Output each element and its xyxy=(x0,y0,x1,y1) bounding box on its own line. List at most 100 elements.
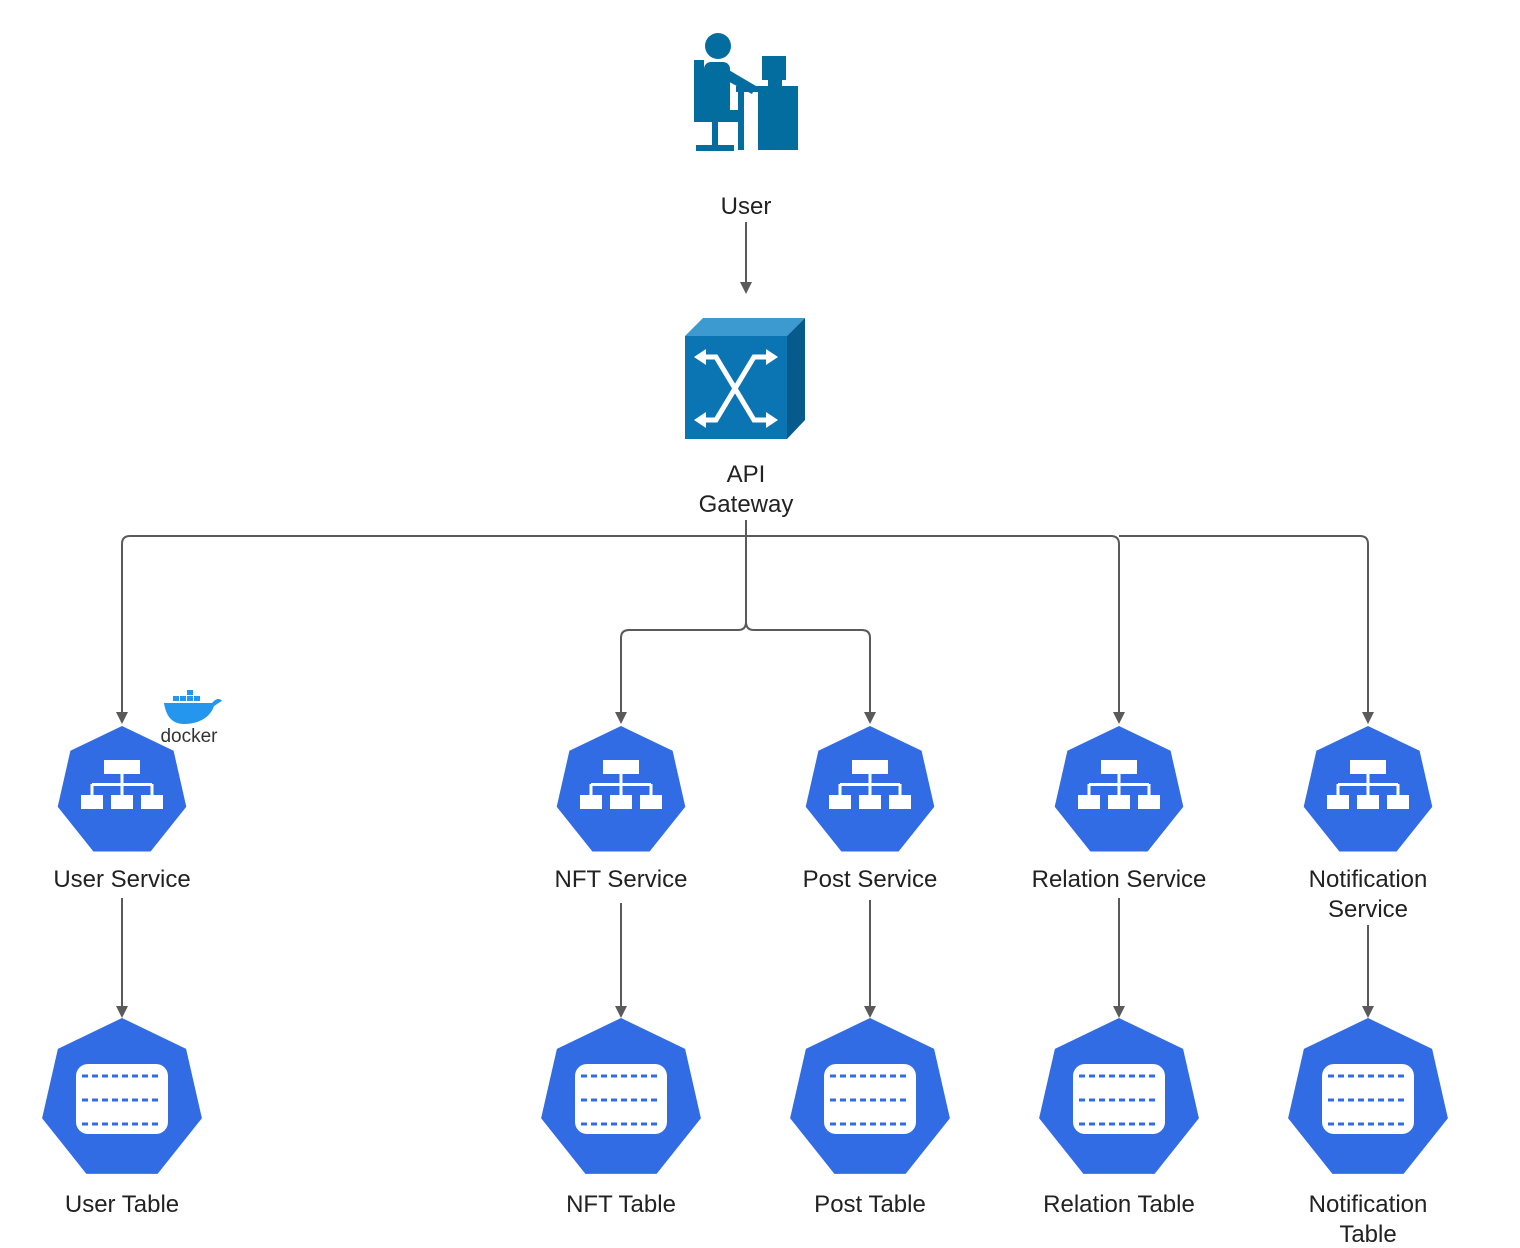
docker-container xyxy=(173,696,179,701)
docker-container xyxy=(187,696,193,701)
table-label-notification: Notification Table xyxy=(1292,1190,1444,1248)
service-label-nft: NFT Service xyxy=(552,865,690,895)
service-label-user: User Service xyxy=(51,865,193,895)
database-volume-icon xyxy=(42,1018,202,1174)
service-leaf-node xyxy=(1078,795,1100,809)
service-connector xyxy=(619,774,623,784)
database-volume-icon xyxy=(1039,1018,1199,1174)
service-leaf-node xyxy=(1108,795,1130,809)
docker-whale-body xyxy=(164,698,222,724)
service-leaf-node xyxy=(640,795,662,809)
edge-gateway-to-notification-service xyxy=(1119,535,1374,724)
docker-container xyxy=(187,690,193,695)
table-label-post: Post Table xyxy=(812,1190,928,1220)
edge-gateway-to-relation-service xyxy=(746,535,1125,724)
service-connector xyxy=(838,784,842,796)
edge-gateway-to-post-service xyxy=(745,621,876,724)
gateway-arrowhead-tr xyxy=(766,349,778,365)
service-connector xyxy=(589,784,593,796)
service-connector xyxy=(1396,784,1400,796)
desk-leg xyxy=(738,92,744,150)
service-connector xyxy=(619,784,623,796)
user-thigh xyxy=(704,110,744,122)
service-leaf-node xyxy=(889,795,911,809)
kubernetes-service-icon xyxy=(556,726,686,852)
service-connector xyxy=(1117,774,1121,784)
monitor-stand xyxy=(768,80,782,86)
table-label-user: User Table xyxy=(62,1190,182,1220)
service-leaf-node xyxy=(1387,795,1409,809)
edge-gateway-to-user-service xyxy=(116,500,747,724)
edges-layer xyxy=(116,212,1374,1018)
kubernetes-service-icon xyxy=(57,726,187,852)
gateway-arrow-cross-b xyxy=(697,354,773,423)
table-label-relation: Relation Table xyxy=(1041,1190,1197,1220)
service-connector xyxy=(120,784,124,796)
chair-post xyxy=(712,122,718,146)
user-at-desk-icon xyxy=(694,33,798,151)
service-connector xyxy=(1366,784,1370,796)
service-connector xyxy=(150,784,154,796)
user-label: User xyxy=(718,192,774,222)
service-connector xyxy=(120,774,124,784)
chair-base xyxy=(696,145,734,151)
service-root-node xyxy=(104,760,140,774)
kubernetes-service-icon xyxy=(1303,726,1433,852)
service-leaf-node xyxy=(81,795,103,809)
gateway-side-face xyxy=(787,318,805,439)
docker-whale-icon: docker xyxy=(160,690,222,747)
database-volume-icon xyxy=(541,1018,701,1174)
gateway-arrowhead-bl xyxy=(694,412,706,428)
database-volume-icon xyxy=(1288,1018,1448,1174)
service-root-node xyxy=(603,760,639,774)
gateway-arrowheads xyxy=(694,349,778,428)
docker-container xyxy=(194,696,200,701)
service-connector xyxy=(1147,784,1151,796)
gateway-top-face xyxy=(685,318,805,336)
service-connector xyxy=(1336,784,1340,796)
service-connector xyxy=(1117,784,1121,796)
service-connector xyxy=(868,774,872,784)
service-leaf-node xyxy=(111,795,133,809)
service-leaf-node xyxy=(859,795,881,809)
service-leaf-node xyxy=(610,795,632,809)
desk-top xyxy=(736,86,798,92)
service-connector xyxy=(898,784,902,796)
docker-containers xyxy=(173,690,200,701)
service-label-notification: Notification Service xyxy=(1306,865,1430,925)
service-label-post: Post Service xyxy=(800,865,940,895)
gateway-arrowhead-br xyxy=(766,412,778,428)
chair-back xyxy=(694,60,704,122)
service-leaf-node xyxy=(829,795,851,809)
gateway-arrows xyxy=(697,354,773,423)
user-head xyxy=(705,33,731,59)
service-leaf-node xyxy=(1357,795,1379,809)
service-leaf-node xyxy=(580,795,602,809)
service-connector xyxy=(1366,774,1370,784)
service-leaf-node xyxy=(141,795,163,809)
service-connector xyxy=(649,784,653,796)
table-label-nft: NFT Table xyxy=(564,1190,678,1220)
desk-cabinet xyxy=(758,92,798,150)
service-root-node xyxy=(852,760,888,774)
api-gateway-switch-icon xyxy=(685,318,805,439)
gateway-label: API Gateway xyxy=(696,460,796,520)
service-root-node xyxy=(1101,760,1137,774)
service-leaf-node xyxy=(1327,795,1349,809)
docker-wordmark: docker xyxy=(160,726,218,747)
kubernetes-service-icon xyxy=(1054,726,1184,852)
service-leaf-node xyxy=(1138,795,1160,809)
service-connector xyxy=(90,784,94,796)
service-label-relation: Relation Service xyxy=(1029,865,1209,895)
database-volume-icon xyxy=(790,1018,950,1174)
service-icons-layer xyxy=(57,726,1433,852)
edge-gateway-to-nft-service xyxy=(615,536,747,724)
table-icons-layer xyxy=(42,1018,1448,1174)
kubernetes-service-icon xyxy=(805,726,935,852)
service-root-node xyxy=(1350,760,1386,774)
monitor xyxy=(762,56,786,80)
service-connector xyxy=(868,784,872,796)
gateway-arrowhead-tl xyxy=(694,349,706,365)
